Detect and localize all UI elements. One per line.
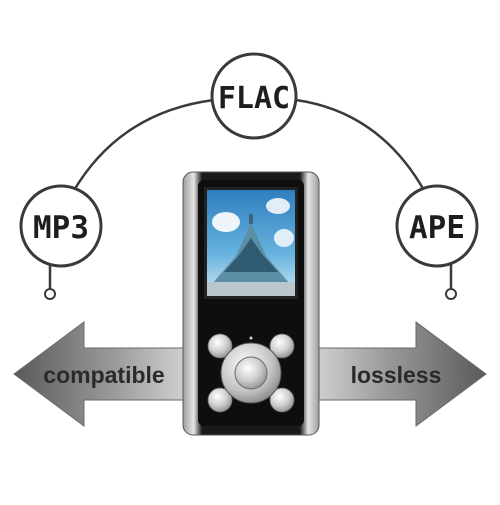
format-label-mp3: MP3 [33, 210, 89, 246]
arrow-right: lossless [305, 321, 487, 427]
format-bubble-mp3: MP3 [19, 184, 103, 268]
arc-right [295, 98, 427, 193]
player-screen [204, 187, 298, 299]
arrow-left: compatible [13, 321, 196, 427]
arc-left [71, 98, 215, 193]
player-center-button[interactable] [234, 356, 268, 390]
player-indicator-dot [249, 336, 253, 340]
format-bubble-flac: FLAC [210, 52, 298, 140]
player-button-bottom-left[interactable] [207, 387, 233, 413]
mp3-player-device [182, 171, 320, 436]
stem-left-dot [44, 288, 56, 300]
player-button-top-right[interactable] [269, 333, 295, 359]
format-label-ape: APE [409, 210, 465, 246]
arrow-left-label: compatible [43, 362, 164, 388]
player-button-top-left[interactable] [207, 333, 233, 359]
format-label-flac: FLAC [218, 81, 290, 116]
player-button-bottom-right[interactable] [269, 387, 295, 413]
format-bubble-ape: APE [395, 184, 479, 268]
stem-right-dot [445, 288, 457, 300]
arrow-right-label: lossless [351, 362, 442, 388]
